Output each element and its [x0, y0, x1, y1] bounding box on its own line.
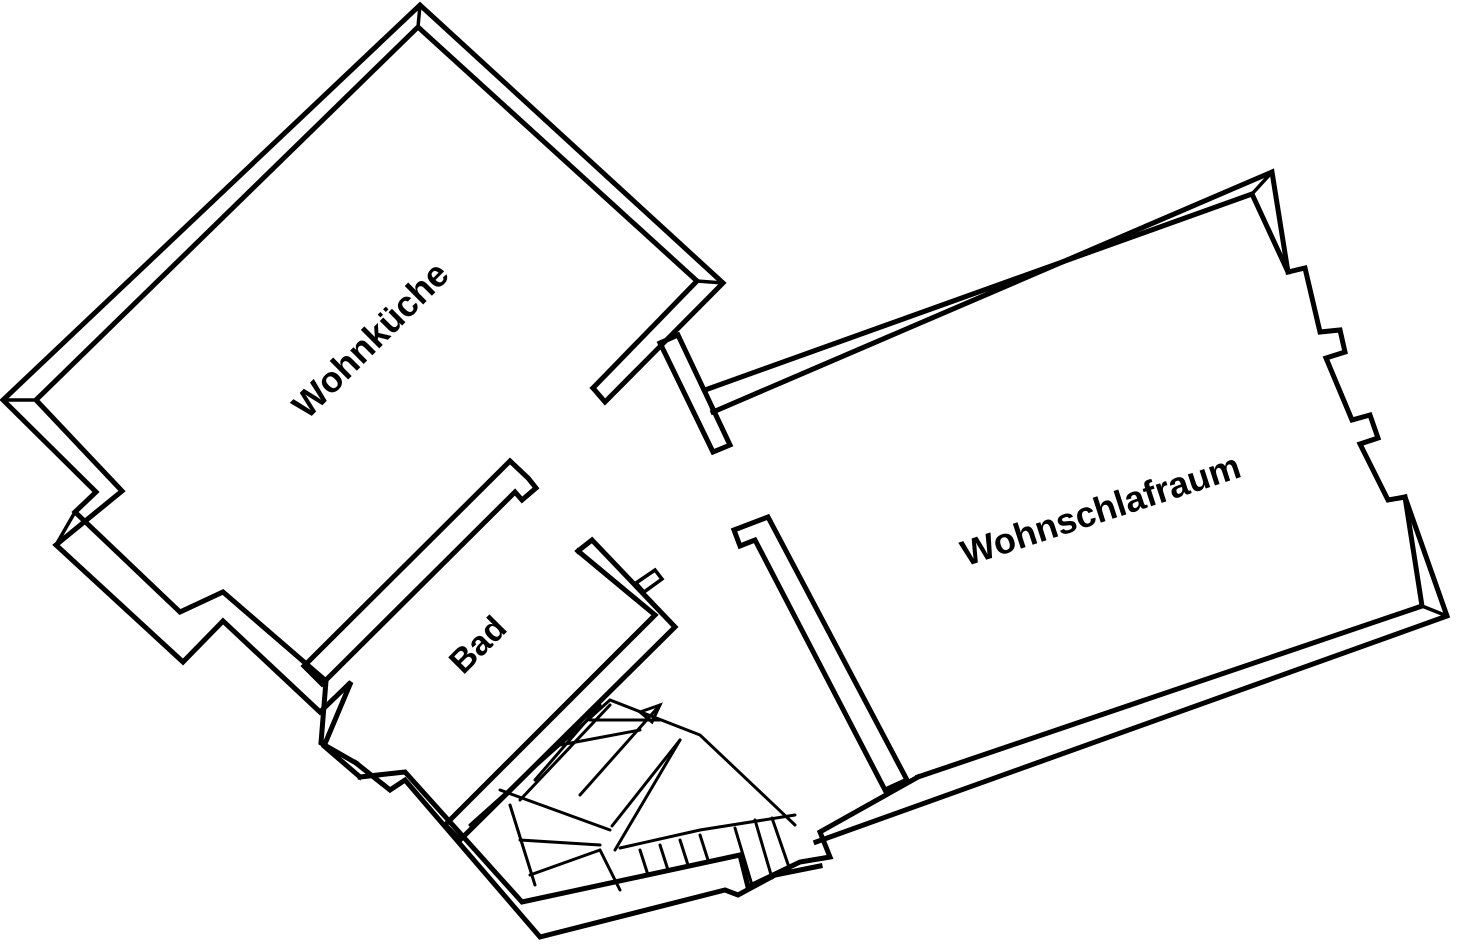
staircase	[468, 698, 797, 892]
bad-kitchen-wall	[300, 457, 540, 688]
living-room-left-wall	[730, 513, 911, 794]
bad-right-wall	[441, 536, 679, 844]
bottom-walls	[352, 759, 922, 940]
wohnkueche-walls	[0, 1, 727, 781]
hall-wall-stub	[656, 331, 734, 456]
wohnschlafraum-walls	[701, 168, 1451, 846]
